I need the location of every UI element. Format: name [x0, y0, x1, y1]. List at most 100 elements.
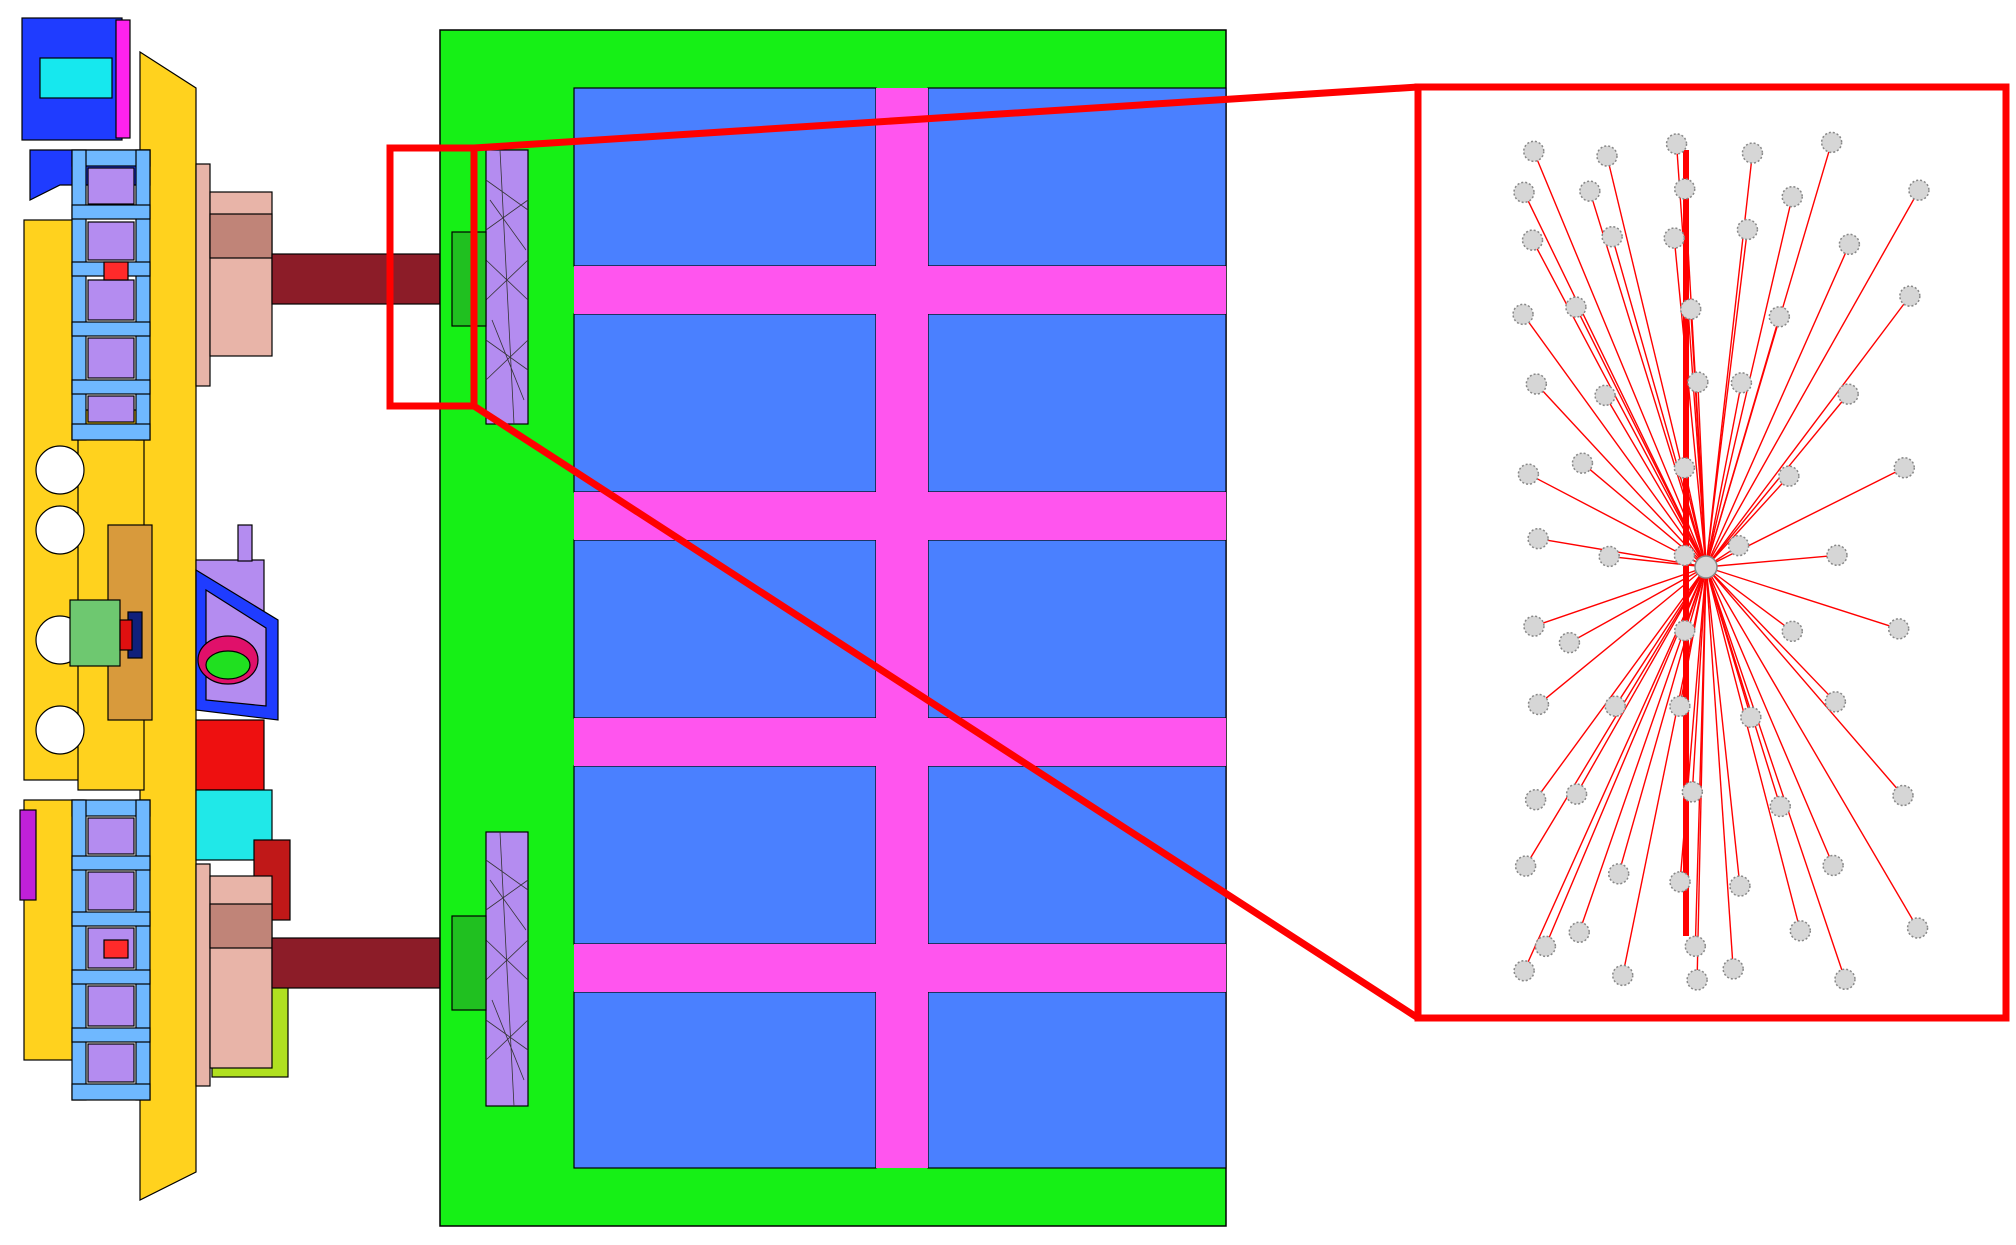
spider-node [1512, 303, 1534, 326]
blue-panel [927, 313, 1227, 493]
spider-leg [1533, 151, 1707, 568]
top-magenta-tab [115, 19, 131, 139]
blue-panel [927, 539, 1227, 719]
spider-node [1521, 229, 1544, 251]
spider-leg [1611, 236, 1707, 568]
spider-node [1525, 373, 1548, 395]
spider-node [1722, 958, 1744, 980]
spider-node [1604, 695, 1626, 717]
spider-node [1524, 788, 1547, 811]
spider-node [1669, 695, 1691, 717]
spider-node [1887, 618, 1910, 640]
magenta-horizontal-strip [574, 944, 1226, 992]
spider-leg [1705, 566, 1846, 980]
lower-flange-disk [195, 863, 211, 1087]
blue-panel [927, 765, 1227, 945]
spider-leg [1705, 566, 1734, 969]
green-ring [205, 650, 251, 680]
spider-leg [1604, 395, 1707, 568]
spider-node [1893, 456, 1916, 479]
spider-leg [1697, 382, 1707, 568]
spider-leg [1705, 566, 1919, 929]
red-small-block [103, 261, 129, 281]
spider-hub-node [1694, 555, 1718, 579]
spider-node [1663, 227, 1685, 249]
spider-node [1523, 140, 1545, 163]
spider-leg [1606, 155, 1707, 568]
red-hub [119, 619, 133, 651]
upper-flange-band [209, 213, 273, 259]
magenta-strips [574, 88, 1226, 1168]
spider-node [1729, 875, 1751, 897]
upper-lattice-panels [87, 167, 135, 423]
spider-node [1820, 131, 1843, 154]
spider-leg [1538, 566, 1707, 706]
spider-leg [1705, 554, 1838, 568]
spider-node [1568, 921, 1590, 944]
spider-leg [1691, 566, 1707, 792]
spider-leg [1705, 295, 1911, 568]
spider-leg [1531, 239, 1707, 568]
spider-leg [1705, 566, 1801, 931]
spider-leg [1533, 566, 1707, 627]
red-cylinder [195, 719, 265, 791]
spider-leg [1705, 566, 1836, 703]
left-mechanism [19, 17, 291, 1201]
plate-hole [35, 445, 85, 495]
spider-node [1768, 306, 1791, 328]
spider-leg [1705, 229, 1749, 568]
spider-node [1596, 145, 1618, 167]
spider-node [1523, 615, 1545, 637]
spider-node [1769, 795, 1792, 818]
lower-flange-band [209, 903, 273, 949]
callout-line-bottom [472, 403, 1420, 1021]
lower-pad-mesh [485, 831, 529, 1107]
spider-leg [1679, 566, 1707, 882]
spider-node [1892, 784, 1914, 807]
spider-node [1579, 180, 1601, 202]
spider-leg [1575, 566, 1707, 795]
lower-lattice-frame [71, 799, 151, 1101]
spider-leg [1522, 313, 1707, 568]
magenta-horizontal-strip [574, 492, 1226, 540]
lower-lattice-panels [87, 817, 135, 1083]
spider-node [1527, 693, 1550, 716]
spider-node [1778, 465, 1800, 487]
lower-shaft [271, 937, 447, 989]
spider-node [1781, 620, 1804, 643]
spider-leg [1683, 467, 1707, 568]
spider-leg [1705, 382, 1743, 568]
spider-leg [1705, 566, 1741, 887]
spider-leg [1535, 566, 1707, 801]
spider-node [1906, 917, 1929, 939]
spider-node [1673, 457, 1696, 479]
spider-leg [1705, 566, 1904, 796]
spider-node [1727, 534, 1750, 557]
green-disk [69, 599, 121, 667]
spider-node [1673, 619, 1696, 642]
spider-node [1513, 181, 1535, 204]
spider-leg [1705, 566, 1793, 632]
spider-leg [1575, 306, 1707, 568]
spider-node [1513, 960, 1535, 982]
red-small-block [103, 939, 129, 959]
blue-panel [573, 87, 877, 267]
spider-node [1838, 233, 1861, 256]
spider-node [1736, 218, 1759, 241]
spider-node [1607, 863, 1630, 885]
upper-pad-mesh [485, 149, 529, 425]
spider-node [1565, 296, 1587, 318]
highlight-box [386, 144, 478, 410]
spider-node [1686, 969, 1708, 991]
spider-node [1789, 920, 1812, 942]
spider-node [1899, 285, 1921, 307]
plate-hole [35, 705, 85, 755]
spider-node [1517, 463, 1540, 485]
spider-leg [1705, 566, 1834, 866]
spider-leg [1589, 190, 1707, 568]
spider-leg [1705, 189, 1920, 568]
spider-node [1684, 935, 1707, 958]
spider-node [1673, 544, 1696, 567]
spider-leg [1673, 238, 1707, 568]
upper-flange-disk [195, 163, 211, 387]
